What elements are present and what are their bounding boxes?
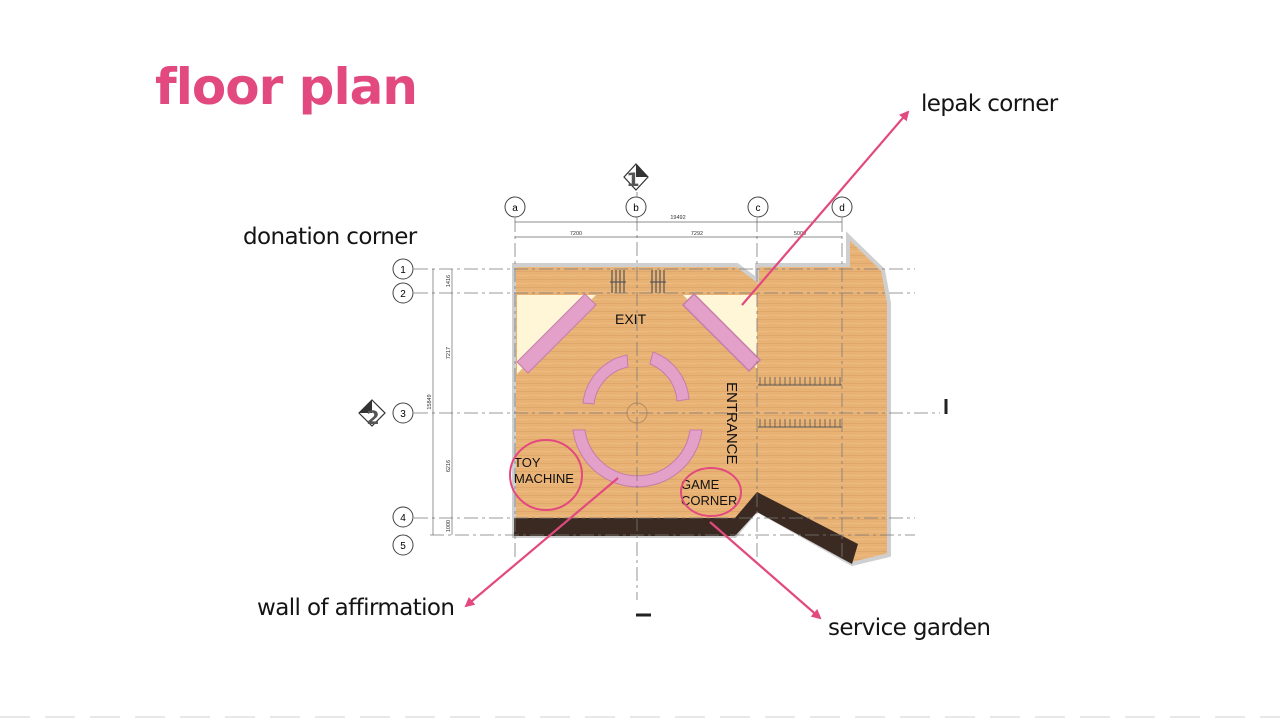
lepak-corner-arrow	[741, 110, 910, 306]
row-bubbles	[392, 258, 414, 556]
dim-top-2: 7292	[691, 231, 703, 237]
row-1-label: 1	[400, 265, 406, 276]
game-corner-label-line2: CORNER	[681, 493, 737, 508]
column-a-label: a	[512, 203, 518, 214]
section-marker-1-label: 1	[626, 169, 639, 191]
affirmation-wall	[572, 351, 703, 488]
dim-left-1: 1416	[446, 275, 452, 287]
lepak-corner-label: lepak corner	[921, 91, 1058, 117]
bottom-wall	[514, 492, 858, 564]
column-d-label: d	[839, 203, 845, 214]
dim-left-3: 6216	[446, 460, 452, 472]
bottom-divider	[0, 716, 1280, 718]
section-marker-1-icon	[623, 163, 649, 191]
dimension-lines	[432, 221, 842, 535]
wall-of-affirmation-arrow	[464, 477, 619, 608]
row-4-label: 4	[400, 513, 406, 524]
page-title: floor plan	[155, 58, 418, 116]
dim-left-2: 7217	[446, 347, 452, 359]
grid-lines	[414, 192, 940, 600]
game-corner-highlight	[680, 467, 742, 517]
game-corner-label-line1: GAME	[681, 477, 720, 492]
service-garden-arrow	[709, 521, 822, 620]
dim-top-3: 5000	[794, 231, 806, 237]
exit-gates	[610, 270, 666, 293]
section-marker-2-icon	[358, 399, 386, 427]
section-marker-2-label: 2	[366, 407, 379, 429]
display-racks	[758, 377, 842, 428]
service-garden-label: service garden	[828, 615, 991, 641]
dim-left-total: 15849	[427, 394, 433, 409]
toy-machine-highlight	[509, 439, 583, 511]
left-bench	[516, 293, 597, 374]
column-c-label: c	[756, 203, 761, 214]
dim-top-total: 19492	[670, 215, 685, 221]
wall-of-affirmation-label: wall of affirmation	[257, 595, 455, 621]
donation-corner-label: donation corner	[243, 224, 417, 250]
right-bench	[681, 292, 762, 373]
entrance-label: ENTRANCE	[723, 382, 740, 465]
row-2-label: 2	[400, 289, 406, 300]
row-5-label: 5	[400, 541, 406, 552]
toy-machine-label-line1: TOY	[514, 455, 541, 470]
exit-label: EXIT	[615, 311, 647, 327]
dim-left-4: 1000	[446, 520, 452, 532]
dim-top-1: 7200	[570, 231, 582, 237]
toy-machine-label-line2: MACHINE	[514, 471, 574, 486]
row-3-label: 3	[400, 409, 406, 420]
column-bubbles	[504, 196, 853, 218]
column-b-label: b	[633, 203, 639, 214]
